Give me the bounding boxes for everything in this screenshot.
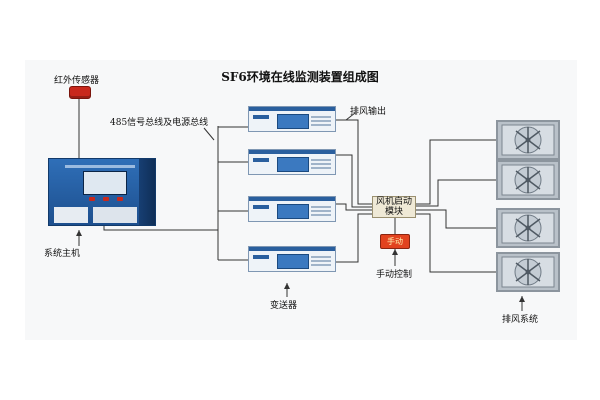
manual-control-label: 手动控制 [376,270,413,280]
exhaust-fan-icon [496,160,560,200]
infrared-sensor-label: 红外传感器 [54,76,100,86]
exhaust-fan-icon [496,252,560,292]
host-bus-wire [103,226,218,231]
fan-start-module-label: 风机启动模块 [375,197,412,217]
transmitter-device [248,246,336,272]
transmitter-device [248,149,336,175]
bus-label-pointer [203,127,215,141]
bus-label: 485信号总线及电源总线 [110,118,209,128]
diagram-title: SF6环境在线监测装置组成图 [221,70,379,84]
exhaust-output-pointer [345,112,356,121]
fan-start-module: 风机启动模块 [372,196,416,218]
exhaust-system-label: 排风系统 [502,315,539,325]
infrared-sensor-icon [69,86,91,99]
exhaust-fan-icon [496,120,560,160]
exhaust-output-label: 排风输出 [350,107,387,117]
host-label: 系统主机 [44,249,81,259]
host-screen [83,171,127,195]
transmitter-device [248,106,336,132]
transmitter-label: 变送器 [270,301,298,311]
transmitter-device [248,196,336,222]
system-host-device [48,158,156,226]
exhaust-fan-icon [496,208,560,248]
manual-button[interactable]: 手动 [380,234,410,249]
